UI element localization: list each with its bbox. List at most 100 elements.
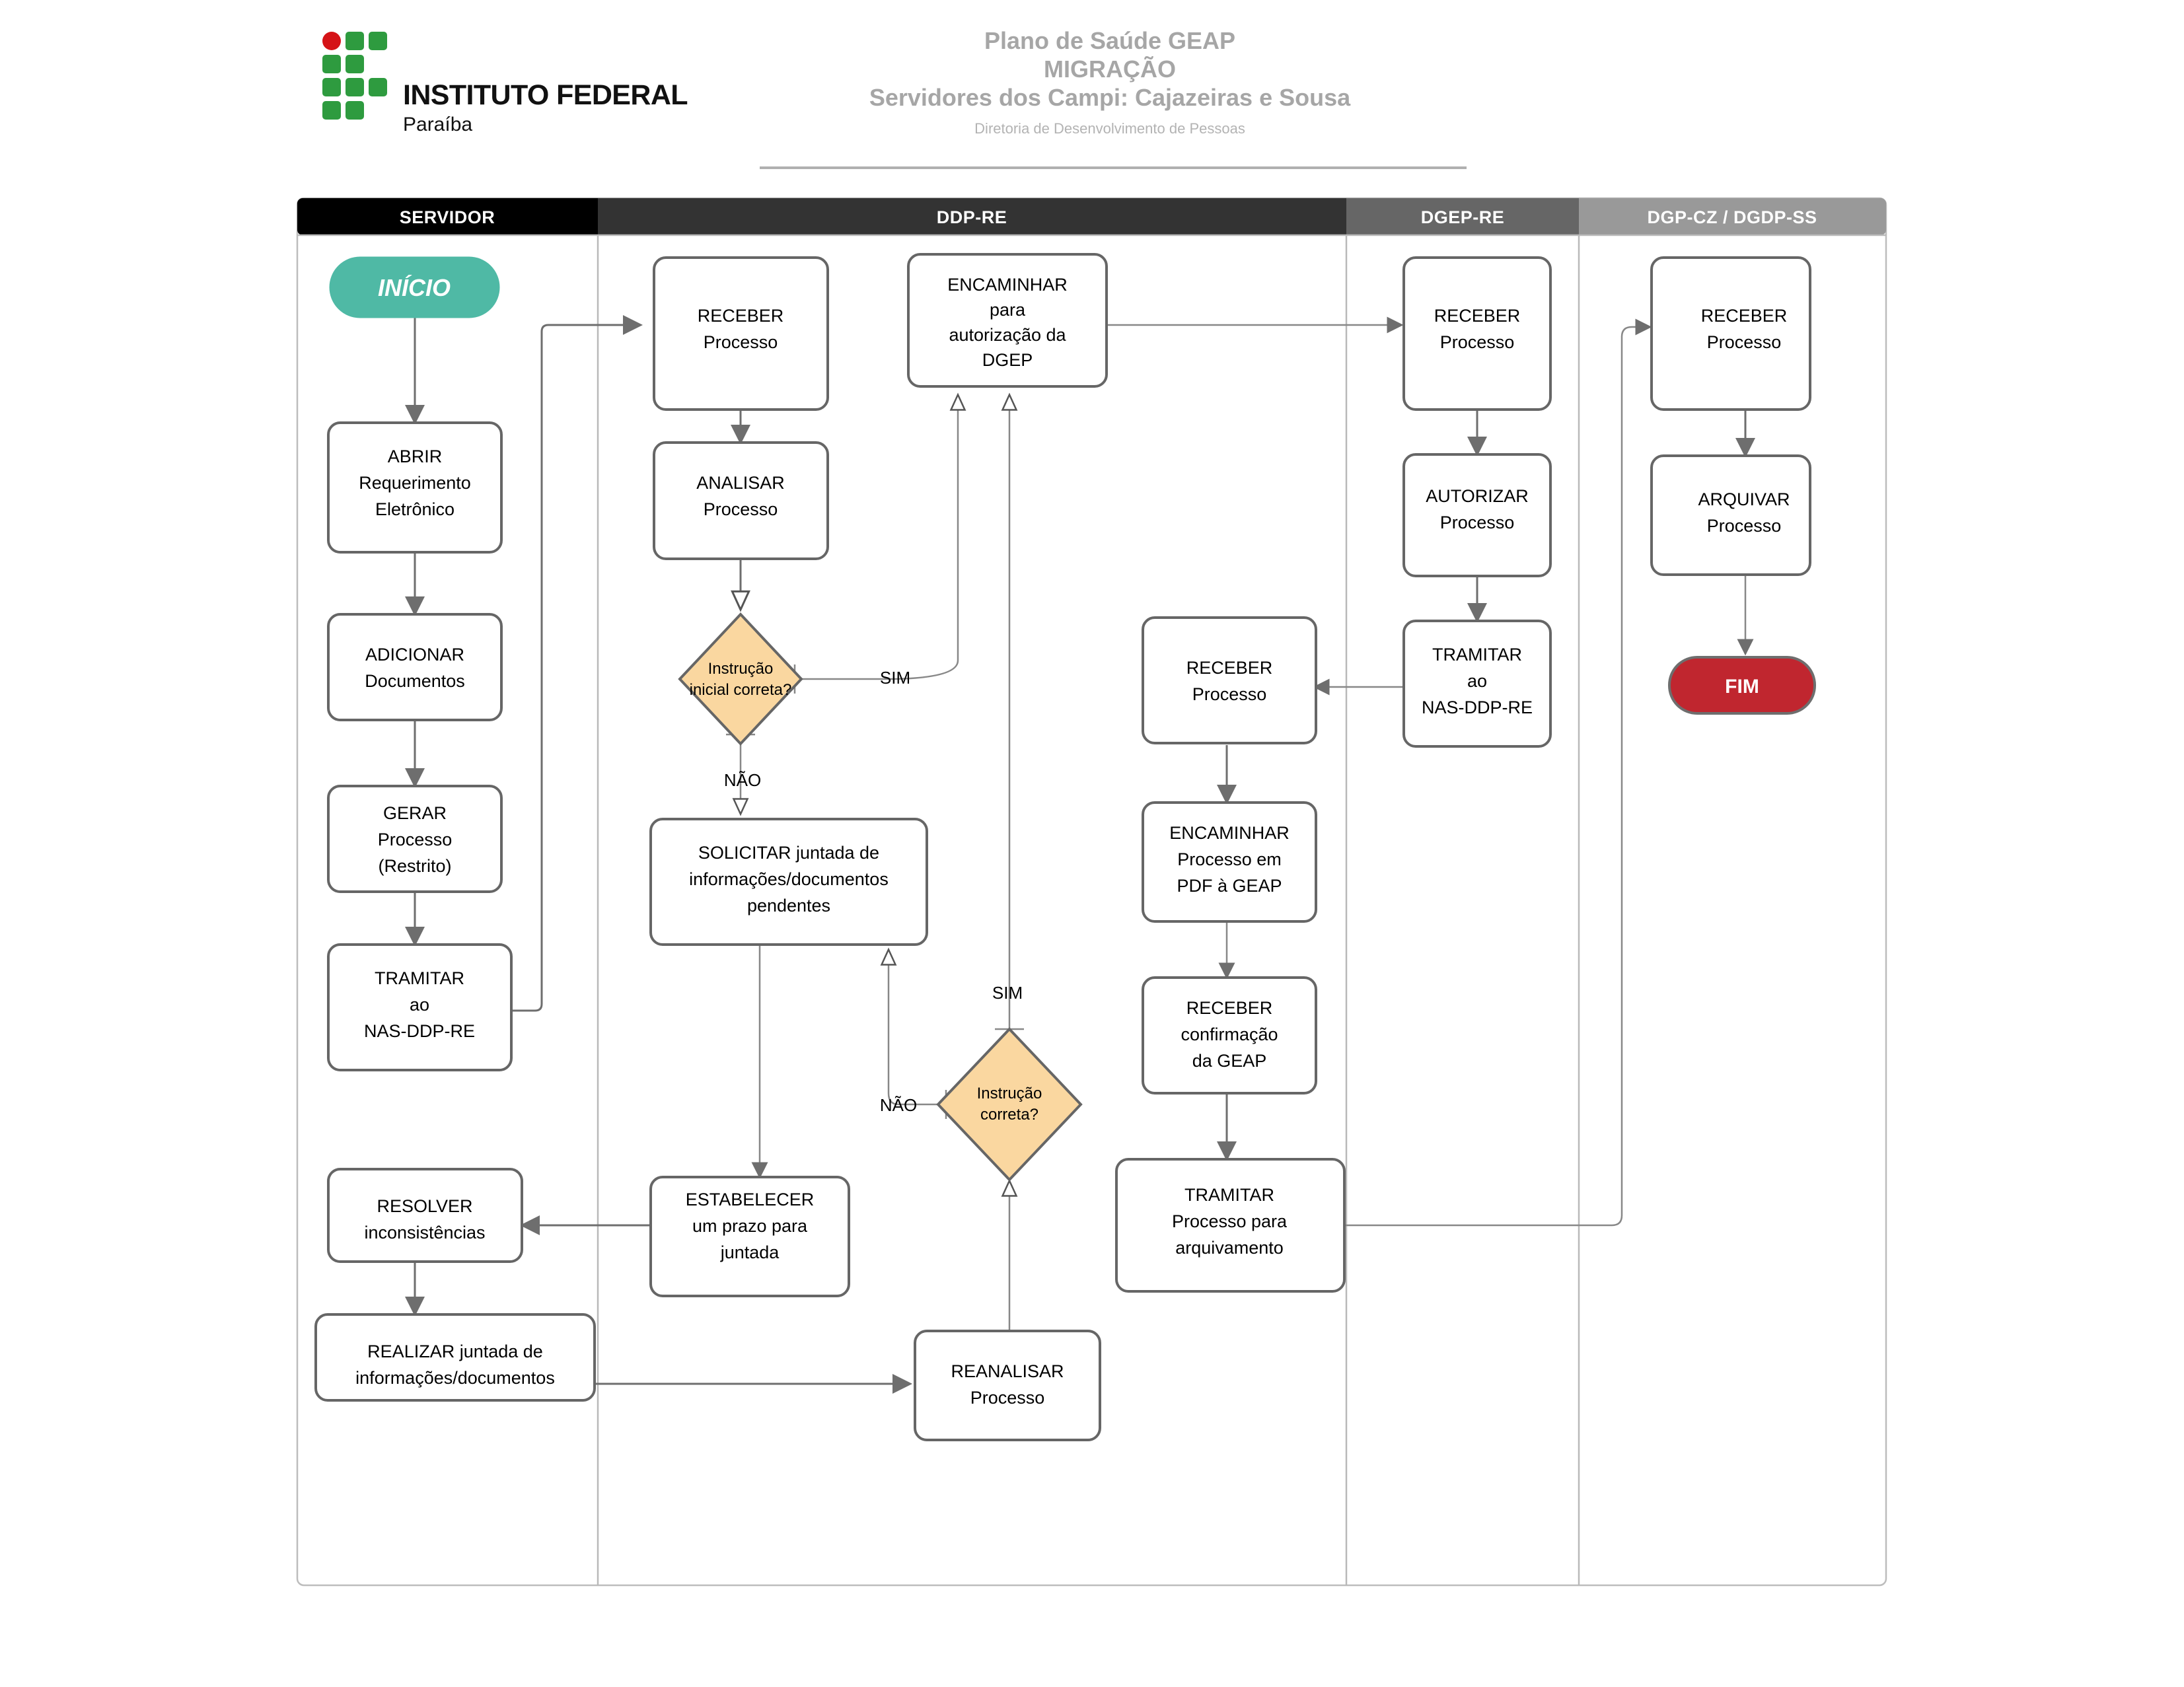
- logo-title: INSTITUTO FEDERAL: [403, 79, 688, 111]
- node-receber3-line-2: Processo: [1192, 684, 1267, 704]
- edge-dec-correta-nao: [880, 947, 946, 1106]
- node-realizar-line-1: REALIZAR juntada de: [367, 1342, 543, 1361]
- node-fim[interactable]: FIM: [1668, 656, 1816, 715]
- node-receber-conf-line-3: da GEAP: [1192, 1051, 1267, 1071]
- node-dec-correta[interactable]: Instrução correta?: [936, 1027, 1083, 1182]
- node-resolver-line-1: RESOLVER: [377, 1196, 472, 1216]
- node-arquivar[interactable]: ARQUIVAR Processo: [1650, 454, 1811, 576]
- node-tramitar-arq-line-3: arquivamento: [1175, 1238, 1284, 1258]
- node-tramitar-nas[interactable]: TRAMITAR ao NAS-DDP-RE: [327, 943, 513, 1071]
- institution-logo: INSTITUTO FEDERAL Paraíba: [322, 32, 688, 141]
- node-abrir[interactable]: ABRIR Requerimento Eletrônico: [327, 421, 503, 554]
- node-abrir-line-3: Eletrônico: [375, 499, 455, 519]
- node-adicionar[interactable]: ADICIONAR Documentos: [327, 613, 503, 721]
- node-analisar[interactable]: ANALISAR Processo: [653, 441, 829, 560]
- node-estabelecer-line-1: ESTABELECER: [686, 1190, 815, 1209]
- node-tramitar-nas2-line-2: ao: [1467, 671, 1487, 691]
- page-header: INSTITUTO FEDERAL Paraíba Plano de Saúde…: [0, 0, 2184, 192]
- node-inicio[interactable]: INÍCIO: [329, 256, 500, 318]
- node-receber1[interactable]: RECEBER Processo: [653, 256, 829, 411]
- node-encaminhar-pdf[interactable]: ENCAMINHAR Processo em PDF à GEAP: [1142, 801, 1317, 923]
- edge-label-nao-correta: NÃO: [880, 1095, 917, 1115]
- node-tramitar-nas2[interactable]: TRAMITAR ao NAS-DDP-RE: [1402, 620, 1552, 748]
- node-encaminhar-pdf-line-3: PDF à GEAP: [1177, 876, 1282, 896]
- node-dec-inicial-line-2: inicial correta?: [690, 681, 792, 699]
- title-line-2: MIGRAÇÃO: [1044, 55, 1176, 83]
- node-receber1-line-2: Processo: [704, 332, 778, 352]
- node-receber-conf[interactable]: RECEBER confirmação da GEAP: [1142, 976, 1317, 1095]
- lane-header-bg-servidor: [297, 198, 598, 235]
- node-dec-inicial[interactable]: Instrução inicial correta?: [678, 612, 803, 746]
- node-tramitar-nas-line-2: ao: [410, 995, 429, 1015]
- node-adicionar-line-1: ADICIONAR: [365, 645, 464, 664]
- node-gerar-line-1: GERAR: [383, 803, 447, 823]
- swimlane-header-row: [297, 198, 1886, 235]
- node-realizar-line-2: informações/documentos: [355, 1368, 555, 1388]
- node-receber1-line-1: RECEBER: [698, 306, 784, 326]
- lane-header-bg-ddp-re: [598, 198, 1346, 235]
- node-solicitar[interactable]: SOLICITAR juntada de informações/documen…: [649, 818, 928, 946]
- edge-label-nao-inicial: NÃO: [724, 770, 761, 790]
- node-analisar-line-2: Processo: [704, 499, 778, 519]
- node-receber-conf-line-1: RECEBER: [1186, 998, 1273, 1018]
- node-receber2[interactable]: RECEBER Processo: [1402, 256, 1552, 411]
- node-gerar[interactable]: GERAR Processo (Restrito): [327, 785, 503, 893]
- node-resolver[interactable]: RESOLVER inconsistências: [327, 1168, 523, 1263]
- node-abrir-line-2: Requerimento: [359, 473, 471, 493]
- title-divider: [760, 166, 1467, 169]
- node-dec-correta-line-1: Instrução: [977, 1085, 1042, 1102]
- node-autorizar-line-2: Processo: [1440, 513, 1515, 532]
- logo-wordmark: INSTITUTO FEDERAL Paraíba: [403, 81, 688, 141]
- node-solicitar-line-2: informações/documentos: [689, 869, 889, 889]
- node-receber4-line-2: Processo: [1707, 332, 1782, 352]
- node-abrir-line-1: ABRIR: [388, 447, 443, 466]
- title-line-3: Servidores dos Campi: Cajazeiras e Sousa: [869, 84, 1351, 112]
- node-encaminhar-dgep-line-1: ENCAMINHAR: [947, 275, 1068, 295]
- lane-label-dgp-cz: DGP-CZ / DGDP-SS: [1647, 207, 1817, 227]
- edge-tramitar-arq-receber4: [1342, 318, 1652, 1227]
- node-resolver-line-2: inconsistências: [364, 1223, 485, 1242]
- node-arquivar-line-2: Processo: [1707, 516, 1782, 536]
- title-line-1: Plano de Saúde GEAP: [984, 27, 1236, 54]
- node-analisar-line-1: ANALISAR: [696, 473, 785, 493]
- node-estabelecer[interactable]: ESTABELECER um prazo para juntada: [649, 1176, 850, 1297]
- node-fim-label: FIM: [1725, 676, 1759, 698]
- edge-dec-inicial-sim: [795, 392, 966, 680]
- node-dec-correta-line-2: correta?: [980, 1106, 1038, 1124]
- node-gerar-line-3: (Restrito): [378, 856, 451, 876]
- node-solicitar-line-1: SOLICITAR juntada de: [698, 843, 879, 863]
- node-tramitar-nas-line-3: NAS-DDP-RE: [364, 1021, 475, 1041]
- lane-label-ddp-re: DDP-RE: [937, 207, 1007, 227]
- node-adicionar-line-2: Documentos: [365, 671, 465, 691]
- document-title-block: Plano de Saúde GEAP MIGRAÇÃO Servidores …: [733, 26, 1486, 137]
- node-reanalisar[interactable]: REANALISAR Processo: [914, 1330, 1101, 1441]
- node-encaminhar-pdf-line-2: Processo em: [1177, 849, 1282, 869]
- node-receber3-line-1: RECEBER: [1186, 658, 1273, 678]
- node-encaminhar-dgep-line-3: autorização da: [949, 325, 1066, 345]
- node-tramitar-arq-line-1: TRAMITAR: [1184, 1185, 1274, 1205]
- node-tramitar-nas2-line-3: NAS-DDP-RE: [1422, 698, 1533, 717]
- node-gerar-line-2: Processo: [378, 830, 453, 849]
- node-receber2-line-2: Processo: [1440, 332, 1515, 352]
- node-autorizar-line-1: AUTORIZAR: [1426, 486, 1529, 506]
- node-autorizar[interactable]: AUTORIZAR Processo: [1402, 453, 1552, 577]
- node-receber4[interactable]: RECEBER Processo: [1650, 256, 1811, 411]
- node-receber3[interactable]: RECEBER Processo: [1142, 616, 1317, 744]
- node-receber2-line-1: RECEBER: [1434, 306, 1521, 326]
- node-arquivar-line-1: ARQUIVAR: [1698, 489, 1790, 509]
- node-tramitar-nas2-line-1: TRAMITAR: [1432, 645, 1522, 664]
- node-reanalisar-line-1: REANALISAR: [951, 1361, 1064, 1381]
- lane-header-bg-dgep-re: [1346, 198, 1579, 235]
- node-realizar[interactable]: REALIZAR juntada de informações/document…: [314, 1313, 596, 1402]
- lane-header-bg-dgp-cz: [1579, 198, 1886, 235]
- node-tramitar-arq-line-2: Processo para: [1172, 1211, 1288, 1231]
- node-encaminhar-dgep-line-2: para: [990, 300, 1026, 320]
- edge-label-sim-correta: SIM: [992, 983, 1023, 1003]
- lane-label-servidor: SERVIDOR: [400, 207, 495, 227]
- node-encaminhar-dgep[interactable]: ENCAMINHAR para autorização da DGEP: [907, 253, 1108, 388]
- node-solicitar-line-3: pendentes: [747, 896, 830, 915]
- node-inicio-label: INÍCIO: [378, 274, 451, 301]
- node-tramitar-arq[interactable]: TRAMITAR Processo para arquivamento: [1115, 1158, 1346, 1293]
